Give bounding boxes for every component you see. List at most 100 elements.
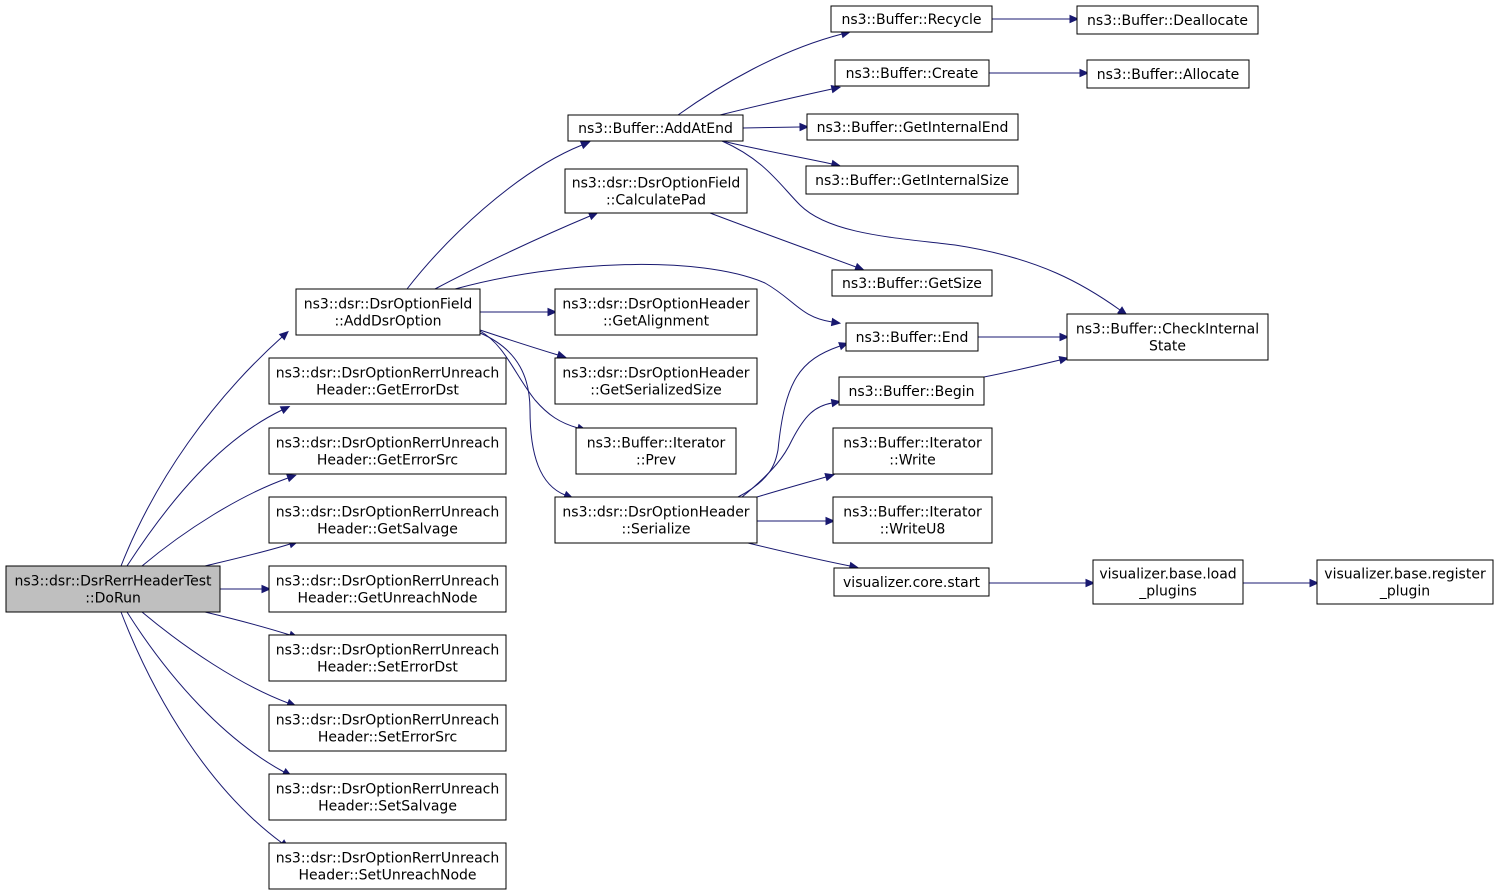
node-box <box>831 269 993 297</box>
node-prev[interactable]: ns3::Buffer::Iterator::Prev <box>575 427 737 475</box>
node-box <box>1316 559 1494 605</box>
arrowhead <box>1069 14 1080 24</box>
edge-adddsroption-to-addatend <box>406 141 591 290</box>
edge-calculatepad-to-getsize <box>709 212 865 271</box>
node-getinternalsize[interactable]: ns3::Buffer::GetInternalSize <box>805 165 1019 195</box>
node-seterrordst[interactable]: ns3::dsr::DsrOptionRerrUnreachHeader::Se… <box>268 634 507 682</box>
node-end[interactable]: ns3::Buffer::End <box>845 322 979 352</box>
edge-dorun-to-geterrorsrc <box>141 474 297 567</box>
node-box <box>268 704 507 752</box>
node-box <box>268 773 507 821</box>
node-label: ns3::dsr::DsrOptionRerrUnreach <box>276 505 500 521</box>
node-label: visualizer.base.load <box>1099 567 1236 583</box>
node-label: ns3::Buffer::Deallocate <box>1087 13 1248 29</box>
arrowhead <box>1079 68 1090 78</box>
node-setunreachnode[interactable]: ns3::dsr::DsrOptionRerrUnreachHeader::Se… <box>268 842 507 890</box>
node-vcorestart[interactable]: visualizer.core.start <box>833 567 990 597</box>
node-label: Header::SetErrorDst <box>317 660 458 676</box>
edge-addatend-to-create <box>719 84 842 116</box>
node-write[interactable]: ns3::Buffer::Iterator::Write <box>832 427 993 475</box>
arrowhead <box>830 84 842 94</box>
node-label: _plugins <box>1138 584 1197 600</box>
node-label: ::WriteU8 <box>880 522 946 538</box>
node-box <box>564 168 748 214</box>
node-box <box>838 376 985 406</box>
node-getalignment[interactable]: ns3::dsr::DsrOptionHeader::GetAlignment <box>554 288 758 336</box>
node-serialize[interactable]: ns3::dsr::DsrOptionHeader::Serialize <box>554 496 758 544</box>
node-label: ::Serialize <box>622 522 691 538</box>
node-deallocate[interactable]: ns3::Buffer::Deallocate <box>1076 5 1259 35</box>
node-addatend[interactable]: ns3::Buffer::AddAtEnd <box>567 114 744 142</box>
node-box <box>567 114 744 142</box>
node-label: ns3::Buffer::Allocate <box>1097 67 1240 83</box>
node-label: visualizer.base.register <box>1324 567 1486 583</box>
node-box <box>1066 313 1269 361</box>
node-label: Header::GetSalvage <box>317 522 458 538</box>
node-box <box>268 842 507 890</box>
node-box <box>1076 5 1259 35</box>
edge-dorun-to-getunreachnode <box>220 584 272 594</box>
nodes-layer: ns3::dsr::DsrRerrHeaderTest::DoRunns3::d… <box>5 5 1494 890</box>
node-label: ns3::Buffer::Begin <box>848 384 974 400</box>
node-recycle[interactable]: ns3::Buffer::Recycle <box>830 5 993 33</box>
node-dorun[interactable]: ns3::dsr::DsrRerrHeaderTest::DoRun <box>5 565 221 613</box>
edge-dorun-to-getsalvage <box>204 540 299 567</box>
edge-adddsroption-to-calculatepad <box>434 212 599 290</box>
node-geterrorsrc[interactable]: ns3::dsr::DsrOptionRerrUnreachHeader::Ge… <box>268 427 507 475</box>
node-label: ::CalculatePad <box>606 193 706 209</box>
node-writeu8[interactable]: ns3::Buffer::Iterator::WriteU8 <box>832 496 993 544</box>
node-label: ::GetSerializedSize <box>590 383 721 399</box>
node-label: ns3::Buffer::GetInternalSize <box>815 173 1009 189</box>
node-registerplugin[interactable]: visualizer.base.register_plugin <box>1316 559 1494 605</box>
node-box <box>806 113 1019 141</box>
node-label: ns3::dsr::DsrOptionRerrUnreach <box>276 643 500 659</box>
node-begin[interactable]: ns3::Buffer::Begin <box>838 376 985 406</box>
edge-addatend-to-getinternalsize <box>721 140 842 169</box>
arrowhead <box>261 584 272 594</box>
node-calculatepad[interactable]: ns3::dsr::DsrOptionField::CalculatePad <box>564 168 748 214</box>
arrowhead <box>1058 355 1069 365</box>
node-box <box>1092 559 1244 605</box>
node-label: Header::SetUnreachNode <box>298 868 476 884</box>
arrowhead <box>1085 578 1096 588</box>
node-label: _plugin <box>1379 584 1430 600</box>
node-box <box>554 496 758 544</box>
node-box <box>805 165 1019 195</box>
node-box <box>268 634 507 682</box>
arrowhead <box>1059 332 1070 342</box>
edge-vcorestart-to-loadplugins <box>989 578 1096 588</box>
node-getserializedsize[interactable]: ns3::dsr::DsrOptionHeader::GetSerialized… <box>554 357 758 405</box>
node-label: ns3::Buffer::GetSize <box>842 276 982 292</box>
node-label: ::Prev <box>636 453 676 469</box>
node-getsalvage[interactable]: ns3::dsr::DsrOptionRerrUnreachHeader::Ge… <box>268 496 507 544</box>
node-label: ns3::dsr::DsrOptionRerrUnreach <box>276 574 500 590</box>
node-setsalvage[interactable]: ns3::dsr::DsrOptionRerrUnreachHeader::Se… <box>268 773 507 821</box>
node-allocate[interactable]: ns3::Buffer::Allocate <box>1086 59 1250 89</box>
node-label: ns3::Buffer::Iterator <box>587 436 726 452</box>
node-label: ns3::dsr::DsrOptionField <box>572 176 741 192</box>
node-box <box>1086 59 1250 89</box>
edge-create-to-allocate <box>989 68 1090 78</box>
node-label: Header::GetUnreachNode <box>298 591 478 607</box>
node-getunreachnode[interactable]: ns3::dsr::DsrOptionRerrUnreachHeader::Ge… <box>268 565 507 613</box>
node-box <box>268 565 507 613</box>
node-getinternalend[interactable]: ns3::Buffer::GetInternalEnd <box>806 113 1019 141</box>
edge-serialize-to-writeu8 <box>757 516 836 526</box>
node-geterrordst[interactable]: ns3::dsr::DsrOptionRerrUnreachHeader::Ge… <box>268 357 507 405</box>
node-getsize[interactable]: ns3::Buffer::GetSize <box>831 269 993 297</box>
node-label: ::Write <box>889 453 935 469</box>
edge-dorun-to-adddsroption <box>120 330 289 567</box>
arrowhead <box>799 122 810 132</box>
arrowhead <box>825 516 836 526</box>
node-box <box>832 427 993 475</box>
edge-dorun-to-setunreachnode <box>120 611 290 849</box>
node-adddsroption[interactable]: ns3::dsr::DsrOptionField::AddDsrOption <box>295 288 481 336</box>
node-box <box>834 59 990 87</box>
edge-adddsroption-to-getserializedsize <box>479 329 567 359</box>
node-seterrorsrc[interactable]: ns3::dsr::DsrOptionRerrUnreachHeader::Se… <box>268 704 507 752</box>
node-loadplugins[interactable]: visualizer.base.load_plugins <box>1092 559 1244 605</box>
node-label: ns3::Buffer::Create <box>846 66 979 82</box>
node-create[interactable]: ns3::Buffer::Create <box>834 59 990 87</box>
node-box <box>268 427 507 475</box>
